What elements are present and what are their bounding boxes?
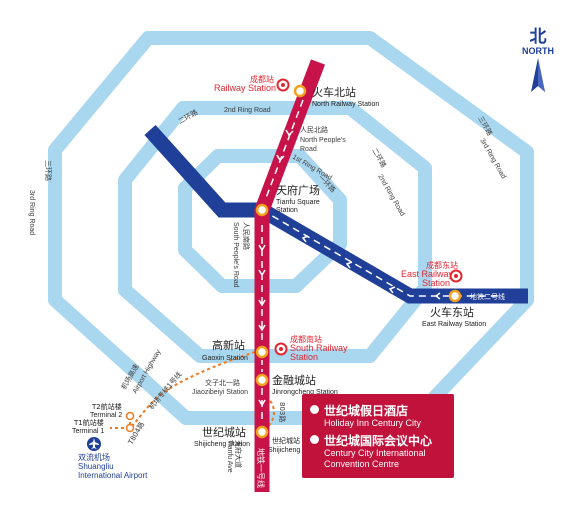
hotel-en: Holiday Inn Century City <box>324 418 422 428</box>
east-railway-en: East Railway Station <box>422 321 486 328</box>
north-railway-en: North Railway Station <box>312 101 379 108</box>
north-people-cn: 人民北路 <box>300 125 328 134</box>
east-railway-cn: 火车东站 <box>430 305 474 319</box>
railway-labels: 成都站 Railway Station 成都东站 East Railway St… <box>214 74 458 362</box>
third-ring-west-en: 3rd Ring Road <box>28 190 35 235</box>
station-jinrongcheng[interactable] <box>255 373 269 387</box>
tianfu-ave-cn: 天府大道 <box>234 440 243 468</box>
compass-rose: 北 NORTH <box>522 27 554 92</box>
line-2-direction-dashes <box>261 209 500 297</box>
hotel-cn: 世纪城假日酒店 <box>324 404 409 418</box>
second-ring-east-cn: 二环路 <box>370 147 388 170</box>
gaoxin-en: Gaoxin Station <box>202 355 248 362</box>
station-east-railway[interactable] <box>448 289 462 303</box>
north-people-en-1: North People's <box>300 137 346 144</box>
stations <box>255 84 462 439</box>
airplane-glyph-icon <box>89 438 99 449</box>
airport: 双流机场 Shuangliu International Airport T2航… <box>72 402 148 480</box>
line-2-label: 地铁二号线 <box>470 292 505 301</box>
t1-en: Terminal 1 <box>72 428 104 435</box>
tianfu-square-en1: Tianfu Square <box>276 199 320 206</box>
line-1-arrows <box>258 129 294 407</box>
airport-cn: 双流机场 <box>78 452 110 462</box>
railway-station-icons <box>274 78 463 356</box>
hotel-dot-icon <box>310 405 319 414</box>
shijicheng-bus-en: Shijicheng Station <box>268 447 324 454</box>
third-ring-east-en: 3rd Ring Road <box>478 138 507 181</box>
second-ring-road <box>118 101 432 363</box>
chengdu-railway-icon[interactable] <box>276 78 290 92</box>
station-labels: 火车北站 North Railway Station 天府广场 Tianfu S… <box>194 85 486 454</box>
station-shijicheng[interactable] <box>255 425 269 439</box>
jiaozibeilu-cn: 交子北一路 <box>205 378 240 387</box>
chengdu-railway-en: Railway Station <box>214 83 276 93</box>
convention-en2: Convention Centre <box>324 459 400 469</box>
t2-en: Terminal 2 <box>90 412 122 419</box>
airport-en2: International Airport <box>78 471 148 480</box>
t1-terminal-stop[interactable] <box>125 423 135 433</box>
east-railway-icon[interactable] <box>449 269 463 283</box>
airport-en1: Shuangliu <box>78 462 114 471</box>
south-railway-mark-cn: 成都南站 <box>290 334 322 344</box>
t2-cn: T2航站楼 <box>91 402 122 411</box>
gaoxin-cn: 高新站 <box>212 338 245 352</box>
tianfu-square-en2: Station <box>276 207 298 214</box>
south-railway-icon[interactable] <box>274 342 288 356</box>
shijicheng-en: Shijicheng Station <box>194 441 250 448</box>
line-1-label: 地铁一号线 <box>256 448 266 488</box>
second-ring-north-en: 2nd Ring Road <box>224 107 271 114</box>
chengdu-railway-cn: 成都站 <box>250 74 274 84</box>
second-ring-east-en: 2nd Ring Road <box>376 174 405 218</box>
south-railway-mark-en1: South Railway <box>290 343 348 353</box>
convention-en1: Century City International <box>324 448 426 458</box>
east-railway-mark-en1: East Railway <box>401 269 454 279</box>
south-people-cn: 人民南路 <box>242 222 251 250</box>
bus-803-cn: 803路 <box>278 402 287 422</box>
east-railway-mark-cn: 成都东站 <box>426 260 458 270</box>
shijicheng-cn: 世纪城站 <box>202 425 246 439</box>
jiaozibeilu-en: Jiaozibeiyi Station <box>192 389 248 396</box>
shijicheng-bus-cn: 世纪城站 <box>272 436 300 445</box>
north-people-en-2: Road <box>300 146 317 153</box>
north-railway-cn: 火车北站 <box>312 85 356 99</box>
station-tianfu-square[interactable] <box>255 203 269 217</box>
tianfu-square-cn: 天府广场 <box>276 183 320 197</box>
convention-dot-icon <box>310 435 319 444</box>
jinrongcheng-en: Jinrongcheng Station <box>272 389 338 396</box>
hotel-legend: 世纪城假日酒店 Holiday Inn Century City 世纪城国际会议… <box>302 394 454 478</box>
compass-cn: 北 <box>530 27 547 47</box>
third-ring-west-cn: 三环路 <box>44 160 53 181</box>
south-people-en: South People's Road <box>232 222 239 288</box>
convention-cn: 世纪城国际会议中心 <box>324 434 433 448</box>
first-ring-road <box>178 149 347 293</box>
line-2-arrows <box>301 235 441 300</box>
station-north-railway[interactable] <box>293 84 307 98</box>
east-railway-mark-en2: Station <box>422 278 450 288</box>
t1-cn: T1航站楼 <box>73 418 104 427</box>
jinrongcheng-cn: 金融城站 <box>272 373 316 387</box>
station-gaoxin[interactable] <box>255 345 269 359</box>
line-1-direction-dashes <box>265 99 304 199</box>
south-railway-mark-en2: Station <box>290 352 318 362</box>
t2-terminal-stop[interactable] <box>125 411 135 421</box>
tianfu-ave-en: Tianfu Ave <box>226 440 233 473</box>
airport-bus-path <box>129 351 256 429</box>
compass-en: NORTH <box>522 46 554 56</box>
